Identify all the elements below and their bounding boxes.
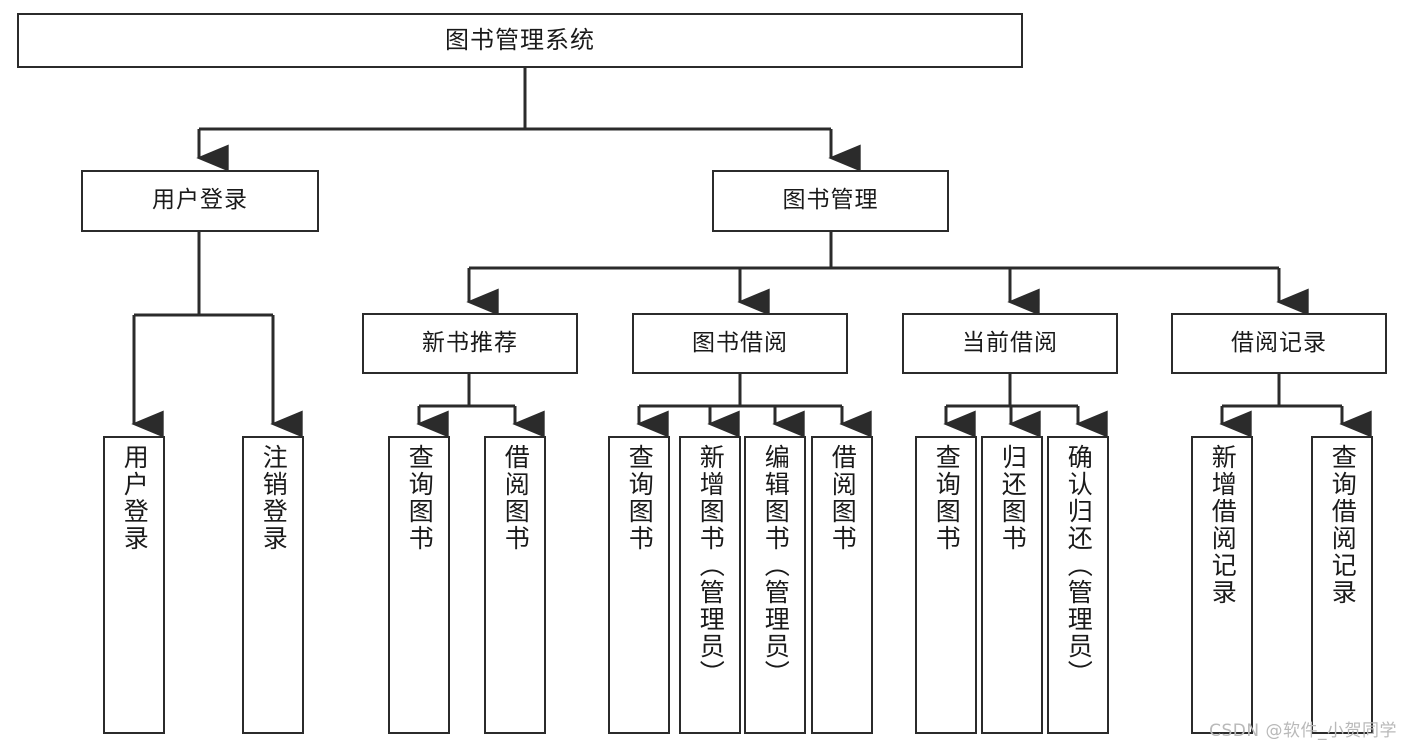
node-label: 图书借阅 [692,329,788,356]
leaf-label: 确认归还（管理员） [1064,444,1094,687]
leaf-label: 归还图书 [998,444,1028,552]
leaf-label: 查询图书 [932,444,962,552]
node-label: 图书管理系统 [445,26,595,55]
node-current-borrow[interactable]: 当前借阅 [902,313,1118,374]
leaf-borrow-borrow-book[interactable]: 借阅图书 [811,436,873,734]
node-new-book-recommend[interactable]: 新书推荐 [362,313,578,374]
leaf-current-query-book[interactable]: 查询图书 [915,436,977,734]
node-root-system[interactable]: 图书管理系统 [17,13,1023,68]
leaf-record-query-record[interactable]: 查询借阅记录 [1311,436,1373,734]
node-book-borrow[interactable]: 图书借阅 [632,313,848,374]
leaf-borrow-edit-book-admin[interactable]: 编辑图书（管理员） [744,436,806,734]
node-label: 新书推荐 [422,329,518,356]
leaf-user-login-logout[interactable]: 注销登录 [242,436,304,734]
node-label: 图书管理 [782,187,879,214]
node-borrow-record[interactable]: 借阅记录 [1171,313,1387,374]
leaf-label: 查询图书 [405,444,435,552]
leaf-recommend-borrow-book[interactable]: 借阅图书 [484,436,546,734]
leaf-user-login-login[interactable]: 用户登录 [103,436,165,734]
leaf-label: 新增图书（管理员） [696,444,726,687]
leaf-label: 编辑图书（管理员） [761,444,791,687]
leaf-current-return-book[interactable]: 归还图书 [981,436,1043,734]
leaf-label: 注销登录 [259,444,289,552]
leaf-label: 借阅图书 [501,444,531,552]
leaf-label: 用户登录 [120,444,150,552]
node-label: 用户登录 [152,187,248,214]
leaf-borrow-query-book[interactable]: 查询图书 [608,436,670,734]
leaf-current-confirm-return-admin[interactable]: 确认归还（管理员） [1047,436,1109,734]
leaf-label: 借阅图书 [828,444,858,552]
leaf-record-add-record[interactable]: 新增借阅记录 [1191,436,1253,734]
node-user-login[interactable]: 用户登录 [81,170,319,232]
leaf-label: 查询图书 [625,444,655,552]
node-label: 当前借阅 [962,329,1058,356]
node-book-management[interactable]: 图书管理 [712,170,949,232]
node-label: 借阅记录 [1231,329,1327,356]
leaf-borrow-add-book-admin[interactable]: 新增图书（管理员） [679,436,741,734]
csdn-watermark: CSDN @软件_小贺同学 [1209,721,1397,741]
leaf-label: 查询借阅记录 [1328,444,1358,606]
leaf-label: 新增借阅记录 [1208,444,1238,606]
leaf-recommend-query-book[interactable]: 查询图书 [388,436,450,734]
